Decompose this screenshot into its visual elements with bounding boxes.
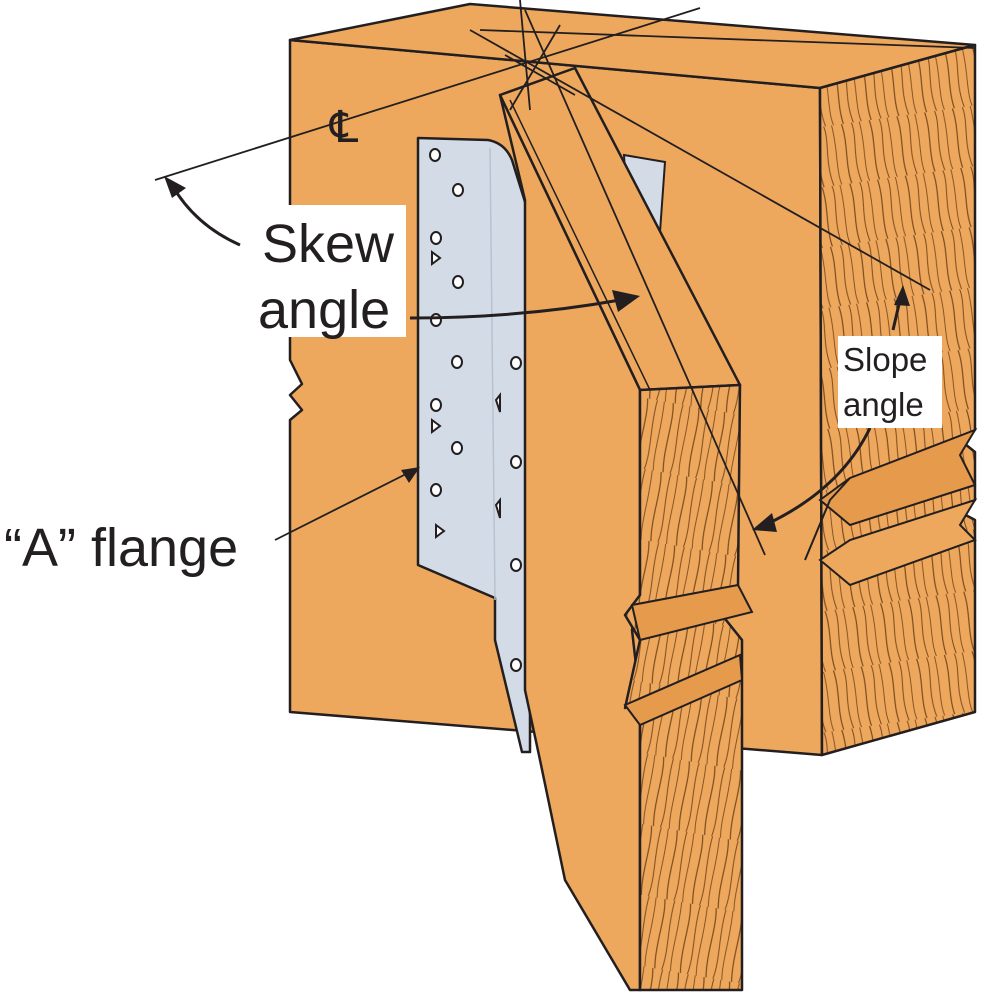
centerline-symbol: ℄	[329, 103, 359, 152]
skew-angle-arrow-right	[409, 290, 640, 320]
a-flange-plate	[416, 136, 532, 754]
skew-angle-label-line2: angle	[258, 280, 390, 340]
slope-angle-label-line2: angle	[843, 386, 924, 423]
slope-angle-label-line1: Slope	[843, 341, 927, 378]
joist-break-notch	[630, 583, 754, 642]
angle-reference-lines	[154, 0, 976, 556]
a-flange-label: “A” flange	[4, 518, 238, 578]
skew-angle-label-line1: Skew	[262, 214, 395, 274]
skew-angle-arrow-left	[164, 176, 241, 247]
slope-angle-arrow-curved	[752, 427, 872, 532]
slope-angle-arrow-up	[891, 285, 910, 331]
nail-holes	[429, 148, 522, 672]
flange-leader	[274, 467, 420, 541]
